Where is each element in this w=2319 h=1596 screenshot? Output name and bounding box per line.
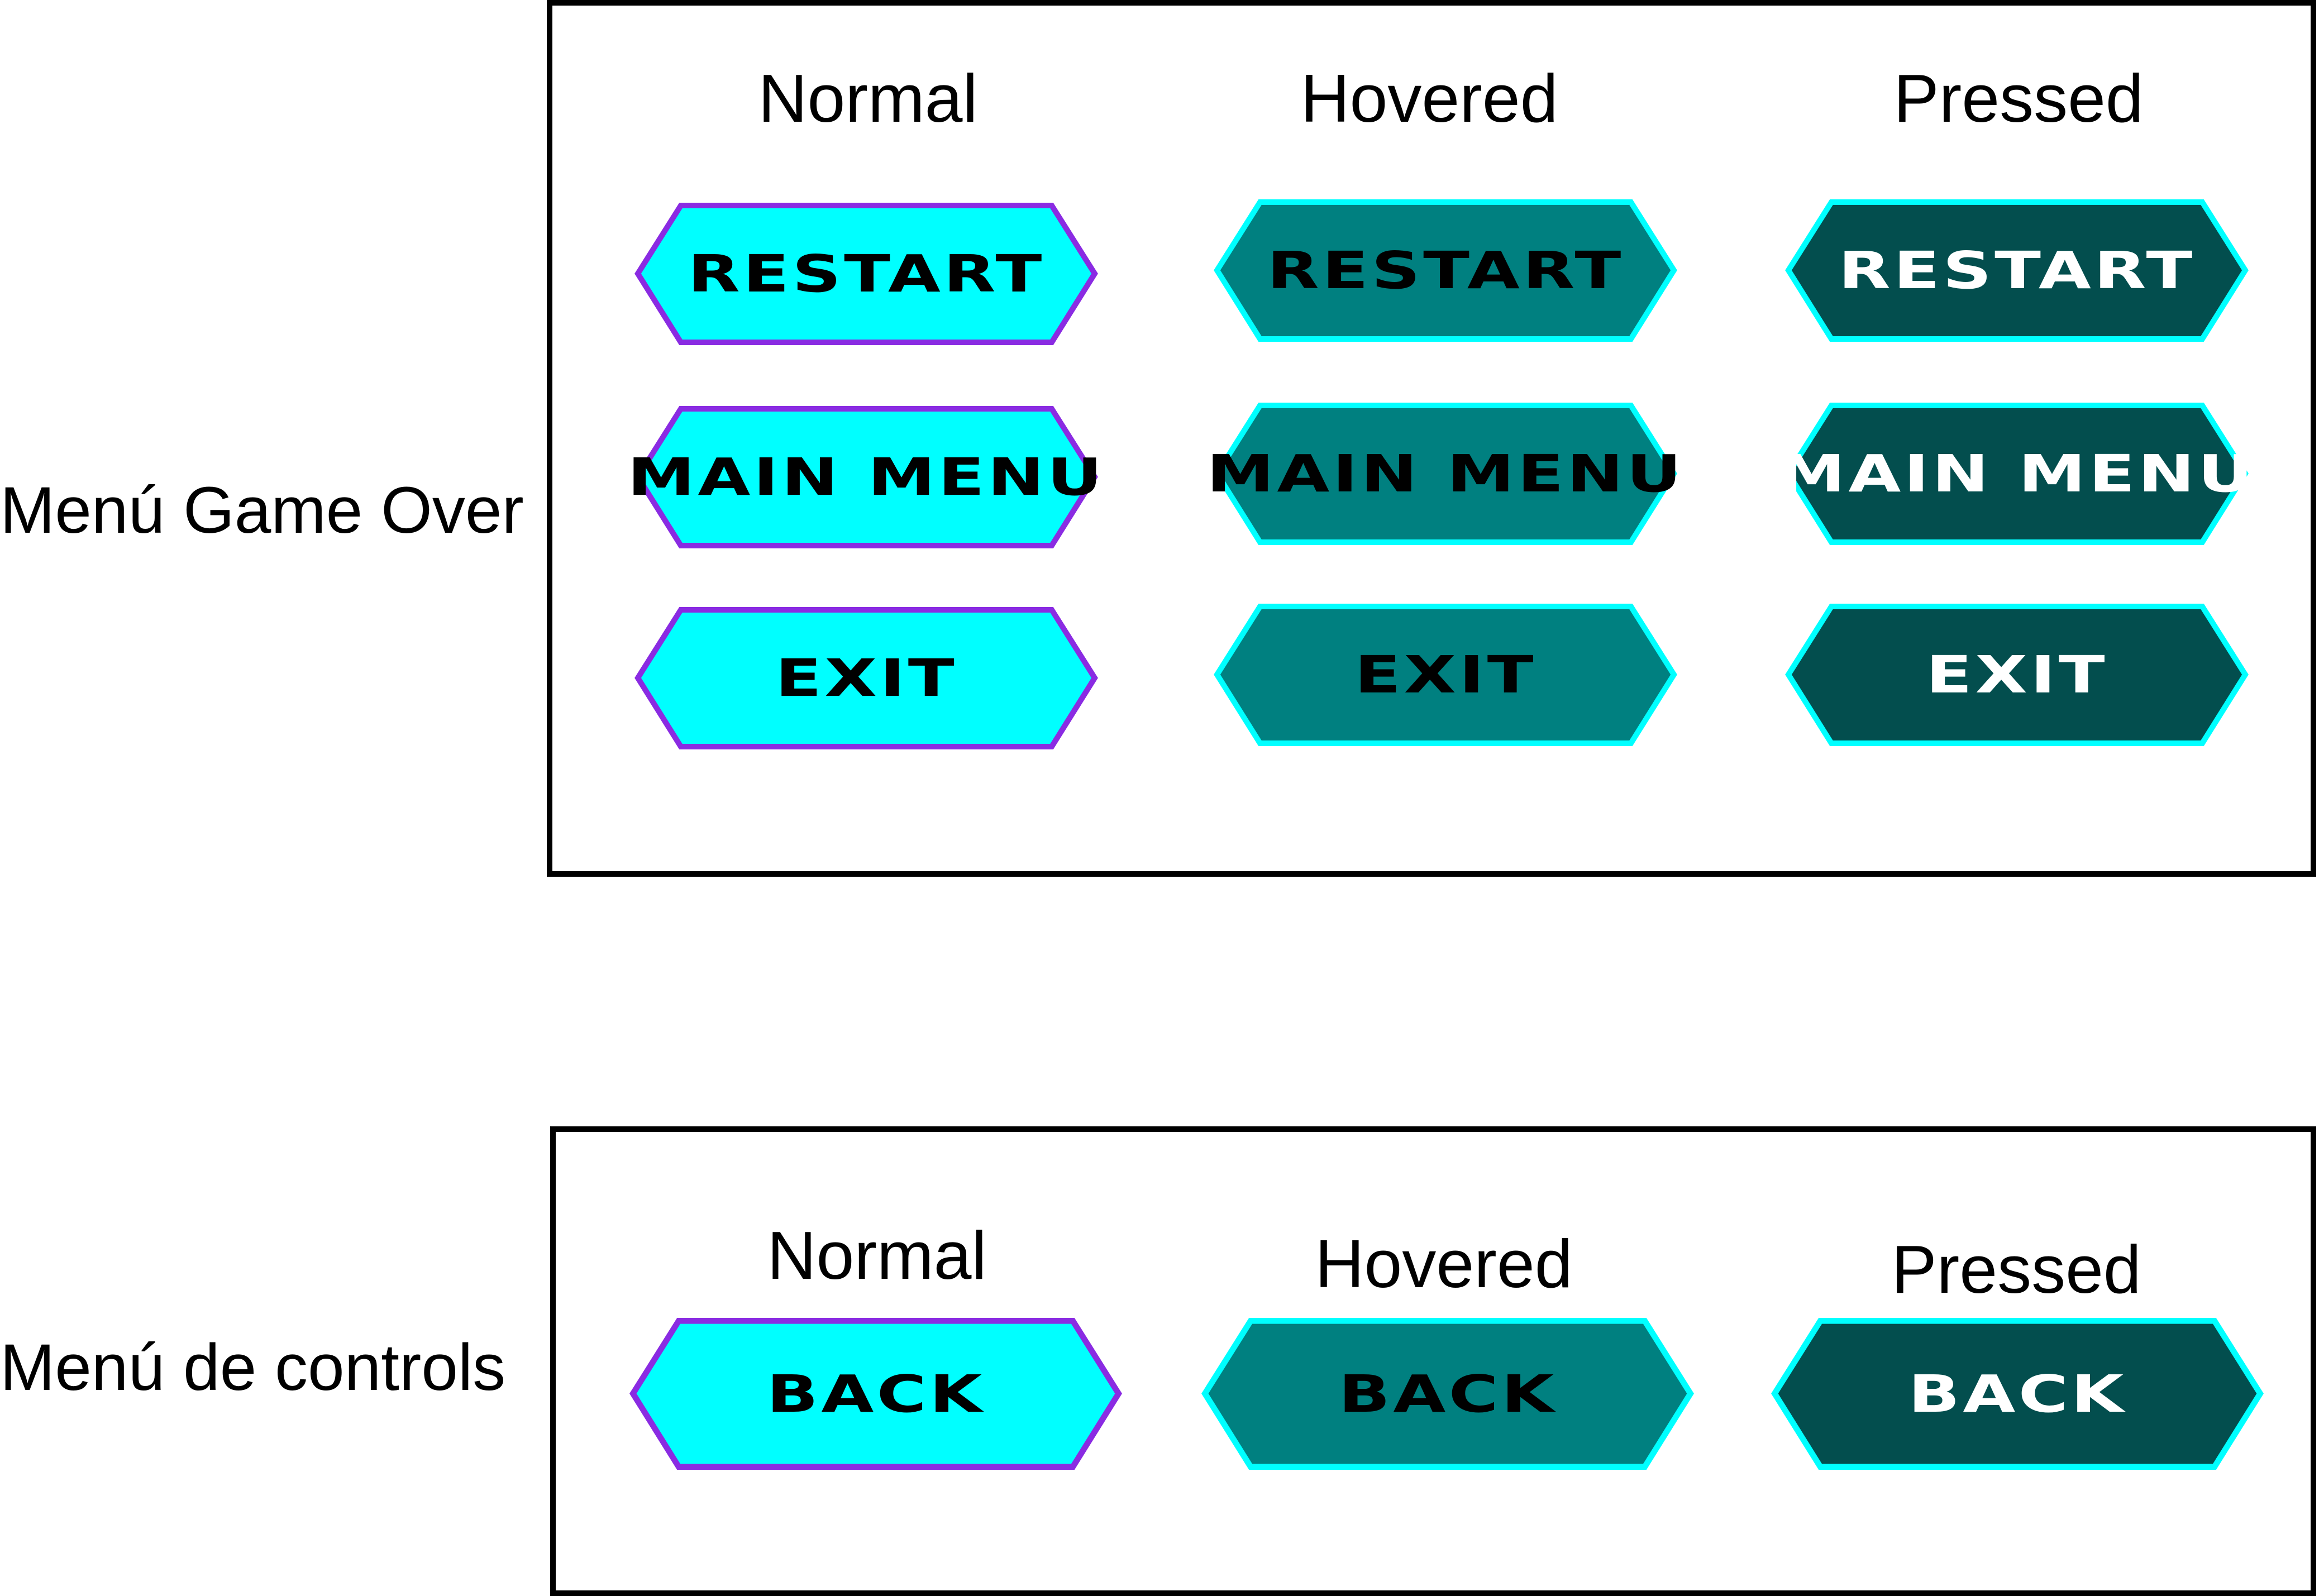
hex-shape — [629, 1318, 1122, 1470]
hex-shape — [1214, 403, 1677, 545]
game-over-header-normal: Normal — [758, 60, 978, 136]
hex-shape — [1785, 403, 2249, 545]
restart-button-pressed[interactable]: RESTART — [1785, 199, 2249, 342]
controls-panel: Normal Hovered Pressed BACK BACK BACK — [550, 1126, 2316, 1596]
hex-shape — [634, 203, 1098, 345]
back-button-pressed[interactable]: BACK — [1771, 1318, 2264, 1470]
hex-shape — [634, 406, 1098, 548]
hex-shape — [1771, 1318, 2264, 1470]
back-button-normal[interactable]: BACK — [629, 1318, 1122, 1470]
controls-header-normal: Normal — [767, 1217, 987, 1293]
main-menu-button-normal[interactable]: MAIN MENU — [627, 406, 1102, 548]
hex-shape — [1785, 604, 2249, 746]
controls-header-pressed: Pressed — [1891, 1231, 2141, 1307]
hex-shape — [1785, 199, 2249, 342]
exit-button-normal[interactable]: EXIT — [634, 607, 1098, 749]
hex-shape — [634, 607, 1098, 749]
game-over-header-hovered: Hovered — [1300, 60, 1558, 136]
section-label-controls: Menú de controls — [0, 1331, 506, 1404]
hex-shape — [1201, 1318, 1694, 1470]
exit-button-pressed[interactable]: EXIT — [1785, 604, 2249, 746]
hex-shape — [1214, 199, 1677, 342]
controls-header-hovered: Hovered — [1315, 1226, 1573, 1302]
exit-button-hovered[interactable]: EXIT — [1214, 604, 1677, 746]
main-menu-button-pressed[interactable]: MAIN MENU — [1778, 403, 2253, 545]
restart-button-normal[interactable]: RESTART — [634, 203, 1098, 345]
back-button-hovered[interactable]: BACK — [1201, 1318, 1694, 1470]
hex-shape — [1214, 604, 1677, 746]
restart-button-hovered[interactable]: RESTART — [1214, 199, 1677, 342]
main-menu-button-hovered[interactable]: MAIN MENU — [1206, 403, 1681, 545]
game-over-header-pressed: Pressed — [1893, 60, 2144, 136]
game-over-panel: Normal Hovered Pressed RESTART RESTART R… — [547, 0, 2316, 877]
section-label-game-over: Menú Game Over — [0, 474, 524, 547]
